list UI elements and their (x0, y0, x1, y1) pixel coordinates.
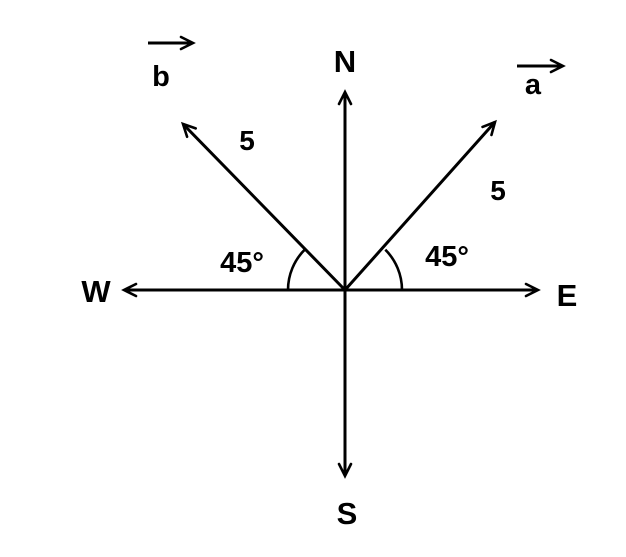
vector-b-arrow (180, 121, 347, 292)
west-label: W (81, 274, 111, 309)
south-label: S (337, 496, 358, 531)
east-label: E (557, 278, 578, 313)
angle-label-east: 45° (425, 241, 469, 273)
angle-label-west: 45° (220, 247, 264, 279)
vector-a-arrow (343, 119, 497, 291)
vector-b-name: b (152, 61, 170, 93)
vector-b-magnitude: 5 (239, 125, 255, 156)
north-label: N (334, 44, 356, 79)
angle-arc-east (384, 248, 404, 291)
vector-a-magnitude: 5 (490, 175, 506, 206)
vector-a-name: a (525, 69, 542, 101)
angle-arc-west (286, 248, 306, 291)
